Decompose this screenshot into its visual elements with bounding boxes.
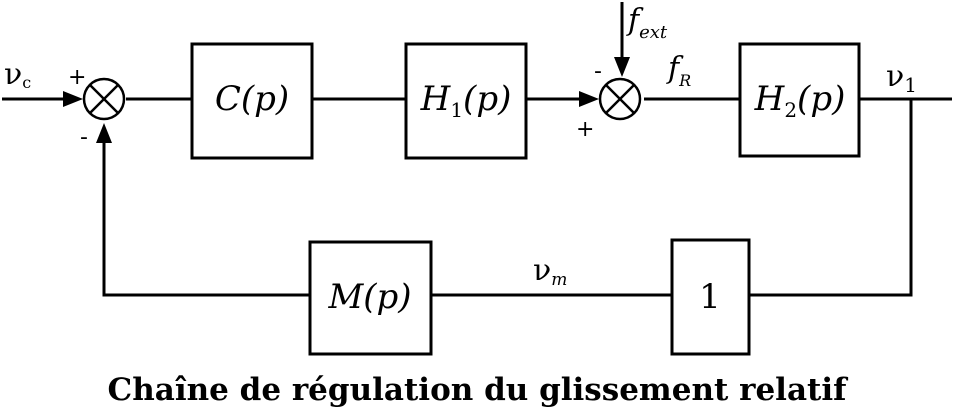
arrowhead-fext bbox=[614, 57, 630, 77]
signal-lines bbox=[2, 2, 952, 297]
block-H2-frame bbox=[738, 42, 861, 158]
summing-junction-1 bbox=[82, 77, 126, 121]
sum2-minus-sign: - bbox=[594, 59, 602, 84]
signal-vc-label: νc bbox=[4, 57, 31, 92]
arrowhead-vc bbox=[63, 91, 83, 107]
block-H1-frame bbox=[404, 42, 528, 160]
summing-junction-2 bbox=[598, 77, 642, 121]
signal-vm-label: νm bbox=[533, 253, 567, 290]
sum1-plus-sign: + bbox=[68, 65, 86, 90]
signal-fR-label: fR bbox=[666, 51, 691, 90]
diagram-caption: Chaîne de régulation du glissement relat… bbox=[108, 372, 849, 408]
block-unity-label: 1 bbox=[699, 277, 721, 317]
sum2-plus-sign: + bbox=[576, 117, 594, 142]
block-C-label: C(p) bbox=[215, 79, 289, 119]
sum1-minus-sign: - bbox=[80, 125, 88, 150]
block-H1-label: H1(p) bbox=[420, 79, 512, 122]
signal-v1-label: ν1 bbox=[886, 59, 917, 97]
feedback-line-left bbox=[102, 140, 310, 297]
feedback-line-right bbox=[749, 99, 913, 297]
arrowhead-feedback bbox=[96, 123, 112, 143]
block-H2-label: H2(p) bbox=[754, 79, 846, 122]
arrowhead-H1-out bbox=[579, 91, 599, 107]
block-M-label: M(p) bbox=[327, 277, 411, 317]
block-M-frame bbox=[308, 240, 433, 356]
block-unity-frame bbox=[670, 238, 751, 356]
signal-fext-label: fext bbox=[626, 3, 668, 43]
block-C-frame bbox=[190, 42, 314, 160]
